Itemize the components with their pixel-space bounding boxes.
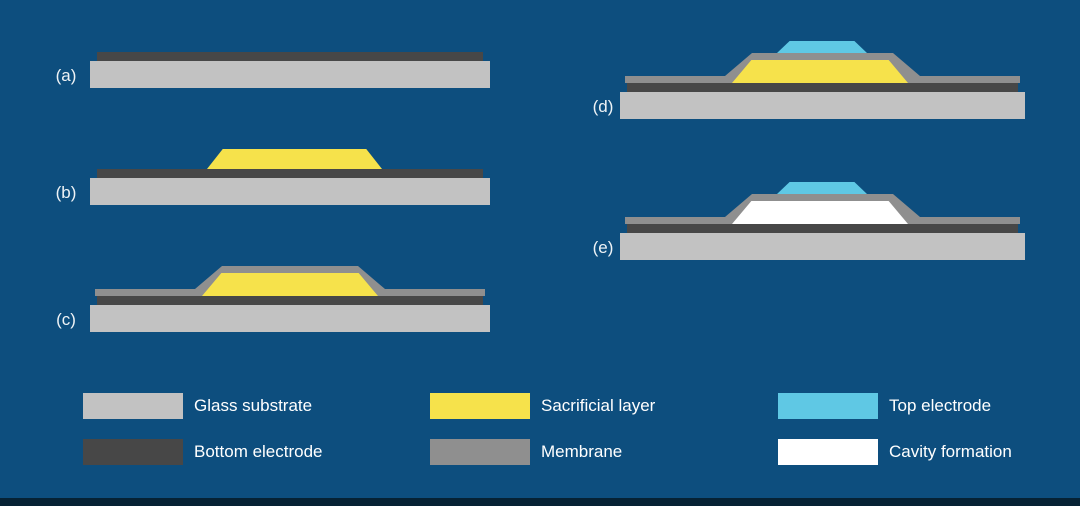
glass-substrate-layer	[90, 61, 490, 88]
glass-substrate-layer	[620, 92, 1025, 119]
legend-item-membrane: Membrane	[430, 439, 622, 465]
legend-swatch-sacrificial-layer	[430, 393, 530, 419]
sacrificial-layer	[207, 149, 382, 169]
legend-swatch-bottom-electrode	[83, 439, 183, 465]
legend-label-sacrificial-layer: Sacrificial layer	[541, 396, 656, 415]
top-electrode-layer	[777, 182, 867, 194]
legend-label-glass-substrate: Glass substrate	[194, 396, 313, 415]
legend-swatch-membrane	[430, 439, 530, 465]
legend-swatch-top-electrode	[778, 393, 878, 419]
legend-swatch-glass-substrate	[83, 393, 183, 419]
glass-substrate-layer	[90, 178, 490, 205]
glass-substrate-layer	[90, 305, 490, 332]
legend-label-bottom-electrode: Bottom electrode	[194, 442, 323, 461]
step-label-c: (c)	[56, 310, 76, 329]
legend-item-top-electrode: Top electrode	[778, 393, 991, 419]
glass-substrate-layer	[620, 233, 1025, 260]
legend-label-top-electrode: Top electrode	[889, 396, 992, 415]
step-label-a: (a)	[55, 66, 77, 85]
step-label-d: (d)	[592, 97, 614, 116]
cavity-layer	[732, 201, 908, 224]
legend-item-glass-substrate: Glass substrate	[83, 393, 312, 419]
step-label-b: (b)	[55, 183, 77, 202]
legend-item-sacrificial-layer: Sacrificial layer	[430, 393, 655, 419]
step-label-e: (e)	[592, 238, 614, 257]
bottom-electrode-layer	[627, 83, 1018, 92]
bottom-electrode-layer	[97, 296, 483, 305]
bottom-electrode-layer	[97, 169, 483, 178]
legend-item-cavity-formation: Cavity formation	[778, 439, 1012, 465]
legend-label-membrane: Membrane	[541, 442, 623, 461]
top-electrode-layer	[777, 41, 867, 53]
bottom-border-bar	[0, 498, 1080, 506]
sacrificial-layer	[732, 60, 908, 83]
legend-item-bottom-electrode: Bottom electrode	[83, 439, 323, 465]
legend-swatch-cavity-formation	[778, 439, 878, 465]
legend-label-cavity-formation: Cavity formation	[889, 442, 1012, 461]
bottom-electrode-layer	[97, 52, 483, 61]
bottom-electrode-layer	[627, 224, 1018, 233]
sacrificial-layer	[202, 273, 378, 296]
